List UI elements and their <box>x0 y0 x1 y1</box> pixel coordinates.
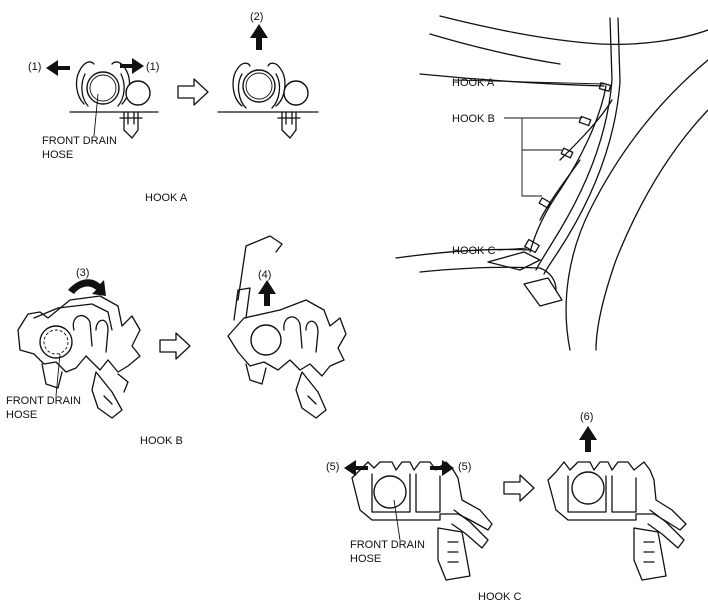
hook-c-pull-right-arrow <box>430 460 454 476</box>
hook-a-hose-label-1: FRONT DRAIN <box>42 135 117 147</box>
hook-c-step-6-label: (6) <box>580 411 593 423</box>
hook-a-pull-up-arrow <box>250 24 268 50</box>
hook-a-step-1-left-label: (1) <box>28 61 41 73</box>
front-drain-hose-circle <box>86 71 120 105</box>
hook-b-after <box>227 235 347 419</box>
hook-c-step-5-right-label: (5) <box>458 461 471 473</box>
hook-b-pull-up-arrow <box>258 280 276 306</box>
hook-b-next-step-arrow <box>159 332 191 360</box>
hook-c-after <box>547 426 687 581</box>
hook-a-step-2-label: (2) <box>250 11 263 23</box>
hook-a-step-1-right-label: (1) <box>146 61 159 73</box>
hook-c-pull-left-arrow <box>344 460 368 476</box>
hook-b-before <box>17 279 141 419</box>
hook-b-hose-label-2: HOSE <box>6 409 37 421</box>
overview-hook-a-label: HOOK A <box>452 77 495 89</box>
hook-c-step-5-left-label: (5) <box>326 461 339 473</box>
hook-a-next-step-arrow <box>177 78 209 106</box>
hook-a-after <box>217 24 319 139</box>
hook-a-caption: HOOK A <box>145 192 188 204</box>
overview-hook-b-label: HOOK B <box>452 113 495 125</box>
pull-right-arrow <box>120 58 144 74</box>
hook-c-hose-label-1: FRONT DRAIN <box>350 539 425 551</box>
hook-c-caption: HOOK C <box>478 591 521 603</box>
hook-b-step-4-label: (4) <box>258 269 271 281</box>
hook-c-next-step-arrow <box>503 474 535 502</box>
hook-c-hose-label-2: HOSE <box>350 553 381 565</box>
hook-b-hose-label-1: FRONT DRAIN <box>6 395 81 407</box>
hook-a-hose-label-2: HOSE <box>42 149 73 161</box>
hook-c-before <box>344 460 493 581</box>
hook-b-rotate-arrow <box>68 279 106 296</box>
hook-c-pull-up-arrow <box>579 426 597 452</box>
hook-b-caption: HOOK B <box>140 435 183 447</box>
overview-hook-c-label: HOOK C <box>452 245 495 257</box>
hook-b-step-3-label: (3) <box>76 267 89 279</box>
hook-a-before <box>46 58 159 139</box>
pull-left-arrow <box>46 60 70 76</box>
pillar-overview <box>395 15 708 351</box>
